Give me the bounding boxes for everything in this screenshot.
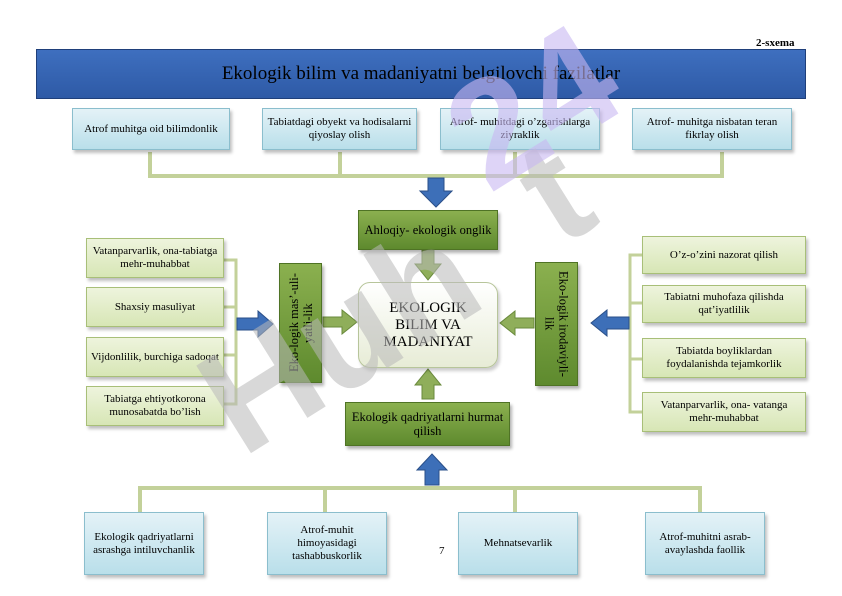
center-label: EKOLOGIK BILIM VA MADANIYAT bbox=[383, 299, 473, 350]
diagram-title: Ekologik bilim va madaniyatni belgilovch… bbox=[221, 63, 621, 84]
scheme-label: 2-sxema bbox=[756, 37, 795, 49]
top-box: Tabiatdagi obyekt va hodisalarni qiyosla… bbox=[262, 108, 417, 150]
center-box: EKOLOGIK BILIM VA MADANIYAT bbox=[358, 282, 498, 368]
title-banner: Ekologik bilim va madaniyatni belgilovch… bbox=[36, 49, 806, 99]
arrow-up-icon bbox=[414, 368, 442, 400]
hub-left-label: Eko-logik mas’-uli-yatli-lik bbox=[286, 273, 315, 373]
arrow-up-icon bbox=[415, 453, 449, 486]
hub-bottom-box: Ekologik qadriyatlarni hurmat qilish bbox=[345, 402, 510, 446]
bottom-box: Mehnatsevarlik bbox=[458, 512, 578, 575]
top-box: Atrof muhitga oid bilimdonlik bbox=[72, 108, 230, 150]
hub-right-box: Eko-logik irodaviyli-lik bbox=[535, 262, 578, 386]
arrow-down-icon bbox=[418, 177, 454, 208]
left-box: Tabiatga ehtiyotkorona munosabatda bo’li… bbox=[86, 386, 224, 426]
right-box: O’z-o’zini nazorat qilish bbox=[642, 236, 806, 274]
left-box: Shaxsiy masuliyat bbox=[86, 287, 224, 327]
arrow-left-icon bbox=[499, 310, 535, 336]
bottom-box: Atrof-muhit himoyasidagi tashabbuskorlik bbox=[267, 512, 387, 575]
page-number: 7 bbox=[439, 545, 445, 557]
right-box: Tabiatni muhofaza qilishda qat’iyatlilik bbox=[642, 285, 806, 323]
arrow-left-icon bbox=[590, 309, 630, 337]
hub-right-label: Eko-logik irodaviyli-lik bbox=[542, 271, 571, 377]
top-box: Atrof- muhitdagi o’zgarishlarga ziyrakli… bbox=[440, 108, 600, 150]
right-box: Tabiatda boyliklardan foydalanishda teja… bbox=[642, 338, 806, 378]
arrow-right-icon bbox=[236, 310, 274, 338]
bottom-box: Atrof-muhitni asrab-avaylashda faollik bbox=[645, 512, 765, 575]
arrow-right-icon bbox=[322, 309, 358, 335]
bottom-box: Ekologik qadriyatlarni asrashga intiluvc… bbox=[84, 512, 204, 575]
arrow-down-icon bbox=[414, 249, 442, 281]
left-box: Vatanparvarlik, ona-tabiatga mehr-muhabb… bbox=[86, 238, 224, 278]
hub-top-box: Ahloqiy- ekologik onglik bbox=[358, 210, 498, 250]
left-box: Vijdonlilik, burchiga sadoqat bbox=[86, 337, 224, 377]
hub-left-box: Eko-logik mas’-uli-yatli-lik bbox=[279, 263, 322, 383]
right-box: Vatanparvarlik, ona- vatanga mehr-muhabb… bbox=[642, 392, 806, 432]
top-box: Atrof- muhitga nisbatan teran fikrlay ol… bbox=[632, 108, 792, 150]
